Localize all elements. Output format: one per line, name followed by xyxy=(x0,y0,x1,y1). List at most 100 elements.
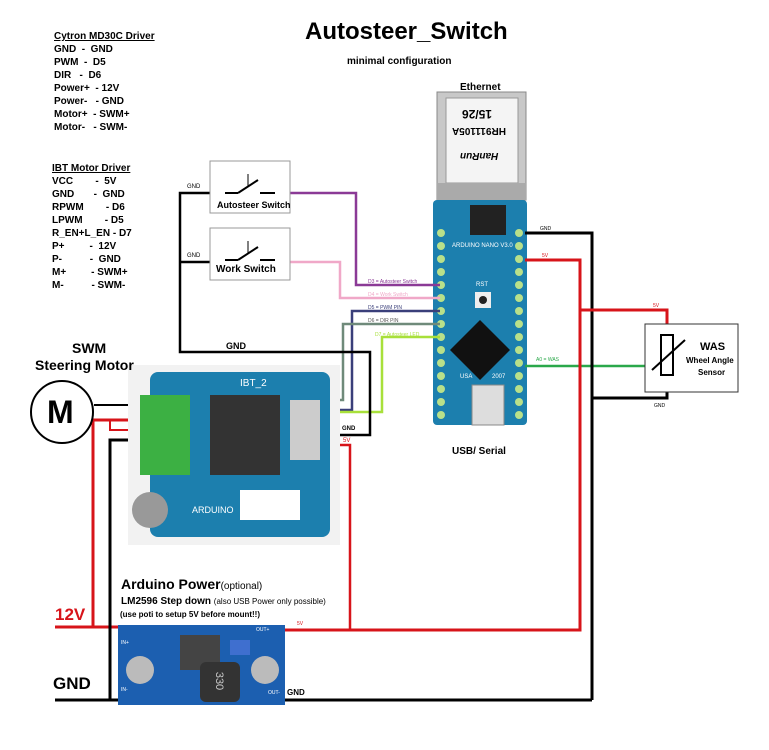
cytron-row: Motor- - SWM- xyxy=(54,122,128,133)
cytron-row: DIR - D6 xyxy=(54,70,102,81)
gnd-label: GND xyxy=(187,184,201,190)
cytron-heading: Cytron MD30C Driver xyxy=(54,31,155,42)
wire-label-gnd: GND xyxy=(342,426,356,432)
wire-label-d6: D6 = DIR PIN xyxy=(368,318,399,324)
arduino-pin xyxy=(515,346,523,354)
wire-label-d7: D7 = Autosteer LED xyxy=(375,332,420,338)
wire-label-5v: 5V xyxy=(653,303,660,309)
out-plus-label: OUT+ xyxy=(256,627,270,633)
power-warning: (use poti to setup 5V before mount!!) xyxy=(120,610,260,619)
arduino-pin xyxy=(515,255,523,263)
out-minus-label: OUT- xyxy=(268,690,280,696)
ibt-row: LPWM - D5 xyxy=(52,215,124,226)
wire-motor-minus xyxy=(94,419,140,431)
arduino-pin xyxy=(515,307,523,315)
arduino-pin xyxy=(515,294,523,302)
wire-gnd-top xyxy=(525,231,594,700)
cytron-row: Power- - GND xyxy=(54,96,125,107)
arduino-pin xyxy=(437,294,445,302)
work-switch-symbol xyxy=(209,227,291,281)
page-title: Autosteer_Switch xyxy=(305,18,508,45)
wire-5v-top xyxy=(282,258,582,632)
ibt-row: GND - GND xyxy=(52,189,125,200)
arduino-pin xyxy=(515,372,523,380)
was-line1: Wheel Angle xyxy=(686,356,734,365)
ibt-pin-list: IBT Motor Driver VCC - 5V GND - GND RPWM… xyxy=(52,162,132,292)
ibt-heading: IBT Motor Driver xyxy=(52,163,131,174)
arduino-pin xyxy=(515,359,523,367)
wire-d4-pink xyxy=(290,260,440,300)
power-part-name: LM2596 Step down xyxy=(121,596,212,607)
arduino-pin xyxy=(515,229,523,237)
wire-label-5v: 5V xyxy=(542,253,549,259)
power-title: Arduino Power(optional) xyxy=(121,576,262,592)
arduino-rst-text: RST xyxy=(476,282,488,288)
arduino-pin xyxy=(437,398,445,406)
power-part-note: (also USB Power only possible) xyxy=(213,597,326,606)
arduino-pin xyxy=(437,268,445,276)
was-sensor-symbol xyxy=(644,323,739,393)
motor-title: SWM xyxy=(72,340,107,356)
ethernet-label: Ethernet xyxy=(460,82,501,93)
step-down-board xyxy=(118,625,285,705)
was-title: WAS xyxy=(700,341,726,353)
arduino-pin xyxy=(515,398,523,406)
wire-label-5v: 5V xyxy=(297,621,304,627)
power-title-main: Arduino Power xyxy=(121,576,221,592)
autosteer-switch-symbol xyxy=(209,160,291,214)
arduino-board-text: ARDUINO NANO V3.0 xyxy=(452,243,513,249)
in-plus-label: IN+ xyxy=(121,640,129,646)
wire-label-gnd: GND xyxy=(540,226,552,232)
cytron-row: PWM - D5 xyxy=(54,57,106,68)
usb-serial-label: USB/ Serial xyxy=(452,446,506,457)
arduino-pin xyxy=(437,281,445,289)
wire-label-gnd: GND xyxy=(654,403,666,409)
cytron-pin-list: Cytron MD30C Driver GND - GND PWM - D5 D… xyxy=(54,30,155,134)
wire-label-d3: D3 = Autosteer Switch xyxy=(368,279,418,285)
arduino-pin xyxy=(515,268,523,276)
power-part: LM2596 Step down (also USB Power only po… xyxy=(121,596,326,607)
arduino-pin xyxy=(515,333,523,341)
arduino-pin xyxy=(437,307,445,315)
arduino-pin xyxy=(437,333,445,341)
motor-symbol xyxy=(30,380,94,444)
wire-label-5v: 5V xyxy=(343,438,351,444)
arduino-pin xyxy=(437,320,445,328)
arduino-pin xyxy=(437,372,445,380)
supply-gnd-label: GND xyxy=(53,674,91,693)
arduino-pin xyxy=(515,320,523,328)
ibt-row: RPWM - D6 xyxy=(52,202,125,213)
ethernet-code-text: 15/26 xyxy=(462,107,493,121)
arduino-pin xyxy=(515,242,523,250)
wire-label-gnd: GND xyxy=(287,688,305,697)
arduino-pin xyxy=(437,385,445,393)
supply-12v-label: 12V xyxy=(55,605,86,624)
arduino-pin xyxy=(437,346,445,354)
in-minus-label: IN- xyxy=(121,687,128,693)
ibt-row: M+ - SWM+ xyxy=(52,267,128,278)
motor-symbol-letter: M xyxy=(47,394,74,430)
wire-label-d5: D5 = PWM PIN xyxy=(368,305,403,311)
arduino-pin xyxy=(437,359,445,367)
arduino-pin xyxy=(437,242,445,250)
arduino-pin xyxy=(437,229,445,237)
cytron-row: GND - GND xyxy=(54,44,113,55)
ethernet-chip-text: HR911105A xyxy=(452,125,506,136)
ibt-row: M- - SWM- xyxy=(52,280,126,291)
motor-driver-brand: ARDUINO xyxy=(192,505,234,515)
wire-d3-purple xyxy=(290,191,440,287)
motor-driver-label: IBT_2 xyxy=(240,378,267,389)
wire-d7-lime xyxy=(330,335,440,414)
ibt-row: R_EN+L_EN - D7 xyxy=(52,228,132,239)
power-title-optional: (optional) xyxy=(220,581,263,592)
wire-gnd-was xyxy=(592,392,669,400)
motor-subtitle: Steering Motor xyxy=(35,357,134,373)
wire-label-gnd: GND xyxy=(226,341,246,351)
arduino-pin xyxy=(515,411,523,419)
autosteer-switch-label: Autosteer Switch xyxy=(217,200,291,210)
wire-label-d4: D4 = Work Switch xyxy=(368,292,408,298)
inductor-label: 330 xyxy=(213,671,226,691)
arduino-nano-board xyxy=(433,200,527,426)
arduino-pin xyxy=(515,281,523,289)
